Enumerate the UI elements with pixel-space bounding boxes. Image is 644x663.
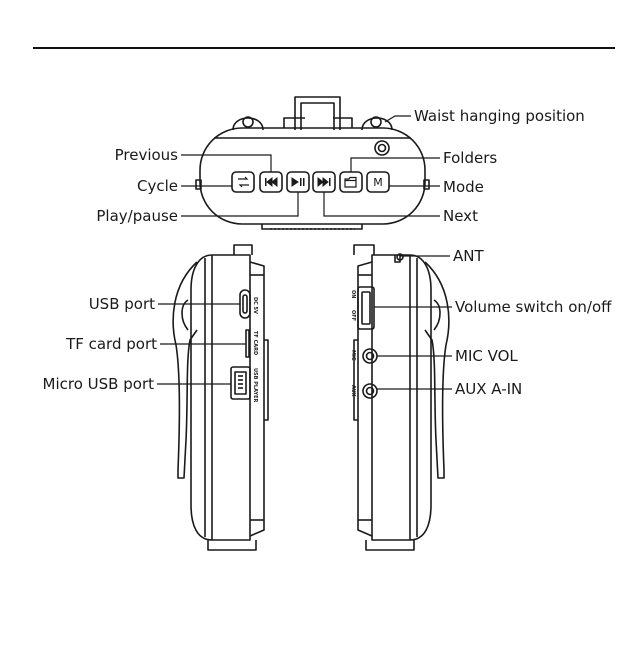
mode-letter: M <box>373 176 383 189</box>
label-folders: Folders <box>443 149 497 167</box>
play-pause-icon <box>292 178 305 186</box>
left-body <box>191 255 250 540</box>
aux-print: AUX <box>350 385 356 397</box>
label-micro-usb-port: Micro USB port <box>10 375 154 393</box>
folder-icon <box>345 178 356 188</box>
right-belt-clip <box>425 262 449 478</box>
label-previous: Previous <box>60 146 178 164</box>
label-tf-card-port: TF card port <box>20 335 157 353</box>
previous-icon <box>265 178 277 186</box>
folders-leader <box>351 158 440 172</box>
aux-in-jack[interactable] <box>363 384 377 398</box>
tf-card-slot[interactable] <box>246 330 249 357</box>
previous-leader <box>181 155 271 172</box>
label-cycle: Cycle <box>60 177 178 195</box>
waist-leader <box>385 116 411 122</box>
label-aux-in: AUX A-IN <box>455 380 522 398</box>
folders-button[interactable] <box>340 172 362 192</box>
mic-print: MIC <box>350 350 356 361</box>
label-ant: ANT <box>453 247 484 265</box>
tf-print: TF CARD <box>252 331 258 355</box>
label-play-pause: Play/pause <box>40 207 178 225</box>
button-row <box>232 172 389 192</box>
right-body <box>372 255 431 540</box>
right-side-view <box>354 245 449 550</box>
label-usb-port: USB port <box>20 295 155 313</box>
label-mode: Mode <box>443 178 484 196</box>
left-belt-clip <box>173 262 197 478</box>
cycle-icon <box>238 177 249 187</box>
label-next: Next <box>443 207 478 225</box>
dc-print: DC 5V <box>252 297 258 314</box>
usb-player-print: USB PLAYER <box>252 368 258 402</box>
off-print: OFF <box>350 310 356 321</box>
label-waist: Waist hanging position <box>414 107 585 125</box>
play-pause-leader <box>181 192 298 216</box>
mic-vol-jack[interactable] <box>363 349 377 363</box>
top-knob <box>375 141 389 155</box>
label-volume-switch: Volume switch on/off <box>455 298 611 316</box>
cycle-button[interactable] <box>232 172 254 192</box>
on-print: ON <box>350 290 356 298</box>
next-icon <box>318 178 331 186</box>
label-mic-vol: MIC VOL <box>455 347 518 365</box>
